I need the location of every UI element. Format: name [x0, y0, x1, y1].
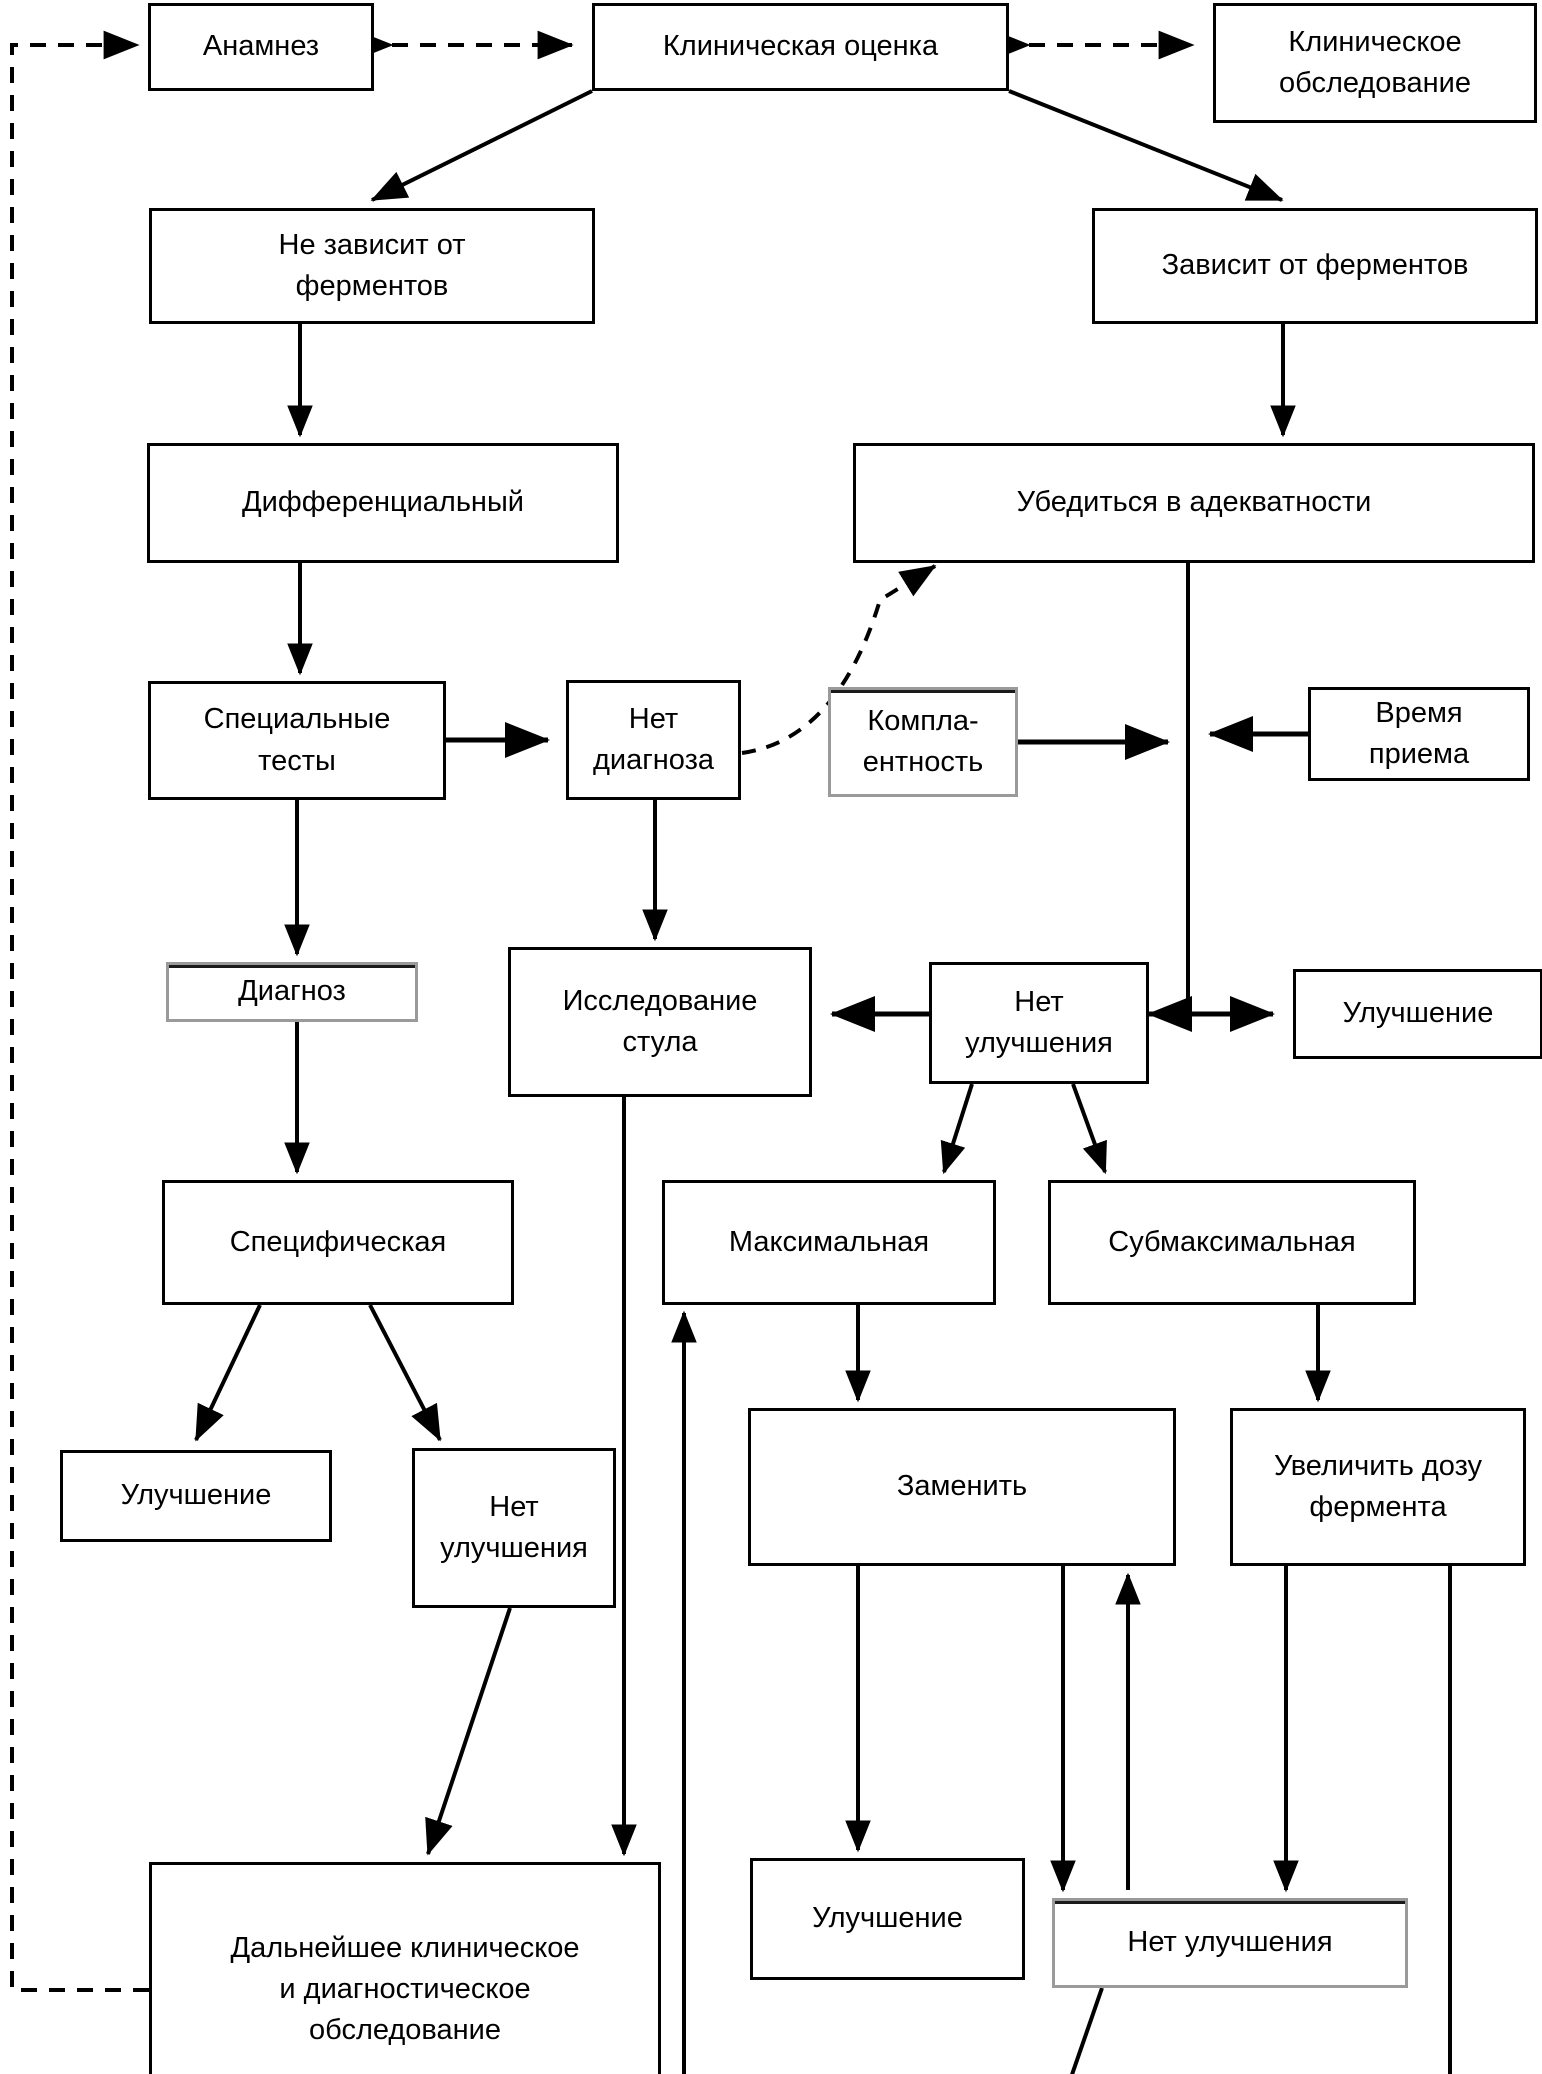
edge-noimprove2-to-further	[425, 1607, 512, 1856]
node-label-dalneishee: Дальнейшее клиническое и диагностическое…	[230, 1931, 580, 2047]
node-anamnez[interactable]: Анамнез	[148, 3, 374, 91]
node-label-uluchshenie_2: Улучшение	[120, 1479, 272, 1512]
node-label-issled_stula: Исследование стула	[562, 984, 758, 1058]
node-label-uvelichit: Увеличить дозу фермента	[1273, 1449, 1483, 1523]
node-zamenit[interactable]: Заменить	[748, 1408, 1176, 1566]
node-label-anamnez: Анамнез	[202, 30, 320, 63]
node-label-vremya_priema: Время приема	[1368, 696, 1470, 770]
node-label-maximalnaya: Максимальная	[728, 1225, 930, 1258]
node-label-clin_ocenka: Клиническая оценка	[662, 30, 939, 63]
node-diagnoz[interactable]: Диагноз	[166, 962, 418, 1022]
node-uluchshenie_1[interactable]: Улучшение	[1293, 969, 1542, 1059]
node-label-zavisit: Зависит от ферментов	[1161, 249, 1469, 282]
node-label-differenc: Дифференциальный	[242, 486, 524, 519]
node-ne_zavisit[interactable]: Не зависит от ферментов	[149, 208, 595, 324]
node-label-diagnoz: Диагноз	[238, 975, 346, 1008]
node-maximalnaya[interactable]: Максимальная	[662, 1180, 996, 1305]
node-vremya_priema[interactable]: Время приема	[1308, 687, 1530, 781]
node-label-specifich: Специфическая	[229, 1225, 447, 1258]
node-label-ne_zavisit: Не зависит от ферментов	[278, 228, 466, 302]
node-label-komplaentnost: Компла- ентность	[862, 704, 984, 778]
node-label-uluchshenie_3: Улучшение	[812, 1902, 963, 1935]
node-label-net_uluch_2: Нет улучшения	[440, 1490, 588, 1564]
node-komplaentnost[interactable]: Компла- ентность	[828, 687, 1018, 797]
node-net_uluch_1[interactable]: Нет улучшения	[929, 962, 1149, 1084]
edge-noimprove3-to-additional	[1070, 1987, 1104, 2074]
node-clin_obsled[interactable]: Клиническое обследование	[1213, 3, 1537, 123]
node-label-clin_obsled: Клиническое обследование	[1279, 25, 1471, 99]
node-label-net_uluch_1: Нет улучшения	[965, 985, 1113, 1059]
edge-clinical-to-dependent	[1008, 89, 1284, 202]
node-issled_stula[interactable]: Исследование стула	[508, 947, 812, 1097]
node-label-ubedit: Убедиться в адекватности	[1016, 486, 1372, 519]
node-submaximalnaya[interactable]: Субмаксимальная	[1048, 1180, 1416, 1305]
node-uluchshenie_2[interactable]: Улучшение	[60, 1450, 332, 1542]
node-label-zamenit: Заменить	[896, 1470, 1028, 1503]
edge-feedback-to-anamnez	[10, 30, 149, 1992]
node-clin_ocenka[interactable]: Клиническая оценка	[592, 3, 1009, 91]
node-zavisit[interactable]: Зависит от ферментов	[1092, 208, 1538, 324]
node-spec_testy[interactable]: Специальные тесты	[148, 681, 446, 800]
node-label-spec_testy: Специальные тесты	[203, 703, 391, 777]
node-ubedit[interactable]: Убедиться в адекватности	[853, 443, 1535, 563]
node-uvelichit[interactable]: Увеличить дозу фермента	[1230, 1408, 1526, 1566]
node-uluchshenie_3[interactable]: Улучшение	[750, 1858, 1025, 1980]
node-label-net_diagnoza: Нет диагноза	[592, 702, 715, 776]
edge-noimprove-to-maximal	[940, 1083, 974, 1175]
edge-specific-to-noimprove	[368, 1304, 442, 1442]
node-differenc[interactable]: Дифференциальный	[147, 443, 619, 563]
edge-specific-to-improve	[194, 1304, 262, 1442]
edge-noimprove-to-submaximal	[1071, 1083, 1107, 1175]
node-label-net_uluch_3: Нет улучшения	[1127, 1926, 1333, 1959]
node-dalneishee[interactable]: Дальнейшее клиническое и диагностическое…	[149, 1862, 661, 2074]
node-label-submaximalnaya: Субмаксимальная	[1108, 1225, 1356, 1258]
edge-clinical-to-independent	[370, 89, 593, 202]
node-specifich[interactable]: Специфическая	[162, 1180, 514, 1305]
node-net_uluch_2[interactable]: Нет улучшения	[412, 1448, 616, 1608]
node-label-uluchshenie_1: Улучшение	[1342, 997, 1494, 1030]
node-net_diagnoza[interactable]: Нет диагноза	[566, 680, 741, 800]
node-net_uluch_3[interactable]: Нет улучшения	[1052, 1898, 1408, 1988]
